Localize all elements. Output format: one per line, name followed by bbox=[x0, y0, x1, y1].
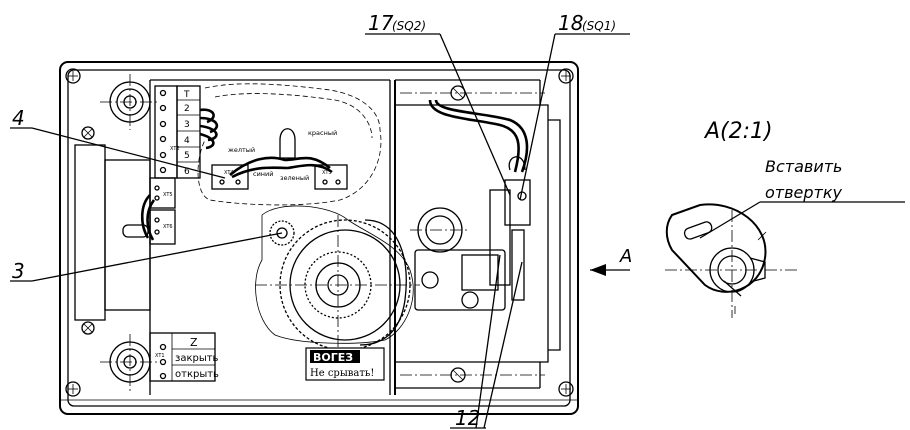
callout-18-label: 18 bbox=[558, 11, 583, 35]
callout-18-ref: (SQ1) bbox=[582, 19, 616, 33]
callout-17: 17 (SQ2) bbox=[365, 11, 511, 196]
detail-note-line2: отвертку bbox=[765, 183, 843, 202]
connector-xt3: XT3 bbox=[322, 170, 332, 176]
legend-close: закрыть bbox=[175, 353, 219, 364]
connector-xt4: XT4 bbox=[224, 170, 234, 176]
terminal-block-xt2: T 2 3 4 5 6 XT2 bbox=[154, 85, 201, 179]
legend-table: XT1 Z закрыть открыть bbox=[149, 332, 219, 382]
detail-title: A(2:1) bbox=[703, 119, 773, 144]
harness-outline bbox=[197, 83, 382, 206]
callout-18: 18 (SQ1) bbox=[519, 11, 630, 201]
callout-4-label: 4 bbox=[12, 106, 25, 130]
connectors-left: XT5 XT6 bbox=[149, 177, 176, 245]
connector-xt5: XT5 bbox=[163, 192, 173, 198]
terminal-row-6: 6 bbox=[184, 167, 190, 177]
switch-assembly bbox=[410, 99, 531, 311]
housing-plate bbox=[59, 61, 579, 415]
wiring bbox=[140, 108, 333, 241]
connector-xt6: XT6 bbox=[163, 224, 173, 230]
corner-screws bbox=[65, 68, 574, 397]
terminal-row-5: 5 bbox=[184, 151, 190, 161]
callout-3: 3 bbox=[10, 232, 283, 283]
view-arrow-label: A bbox=[619, 246, 632, 267]
callout-17-label: 17 bbox=[368, 11, 394, 35]
wire-label-green: зеленый bbox=[280, 174, 309, 182]
wire-label-yellow: желтый bbox=[228, 146, 255, 154]
callout-3-label: 3 bbox=[12, 259, 25, 283]
brand-name: ВОГЕЗ bbox=[313, 351, 353, 364]
callout-4: 4 bbox=[10, 106, 226, 179]
connectors-center: XT4 XT3 желтый синий зеленый красный bbox=[211, 129, 348, 190]
legend-open: открыть bbox=[175, 369, 219, 380]
transformer bbox=[74, 126, 151, 335]
callout-17-ref: (SQ2) bbox=[392, 19, 426, 33]
view-arrow: A bbox=[590, 246, 632, 276]
terminal-header: T bbox=[183, 90, 190, 100]
wire-label-blue: синий bbox=[253, 170, 274, 178]
callout-12: 12 bbox=[450, 254, 523, 430]
wire-label-red: красный bbox=[308, 129, 337, 137]
connector-xt1: XT1 bbox=[155, 353, 165, 359]
terminal-row-4: 4 bbox=[184, 136, 190, 146]
legend-symbol: Z bbox=[190, 336, 198, 349]
terminal-row-2: 2 bbox=[184, 104, 190, 114]
badge-warning: Не срывать! bbox=[310, 368, 374, 379]
brand-badge: ВОГЕЗ Не срывать! bbox=[305, 347, 385, 381]
detail-note-line1: Вставить bbox=[765, 157, 842, 176]
detail-view: A(2:1) Вставить отвертку bbox=[665, 119, 905, 318]
terminal-row-3: 3 bbox=[184, 120, 190, 130]
gear-train bbox=[255, 205, 420, 351]
terminal-tag: XT2 bbox=[170, 146, 180, 152]
